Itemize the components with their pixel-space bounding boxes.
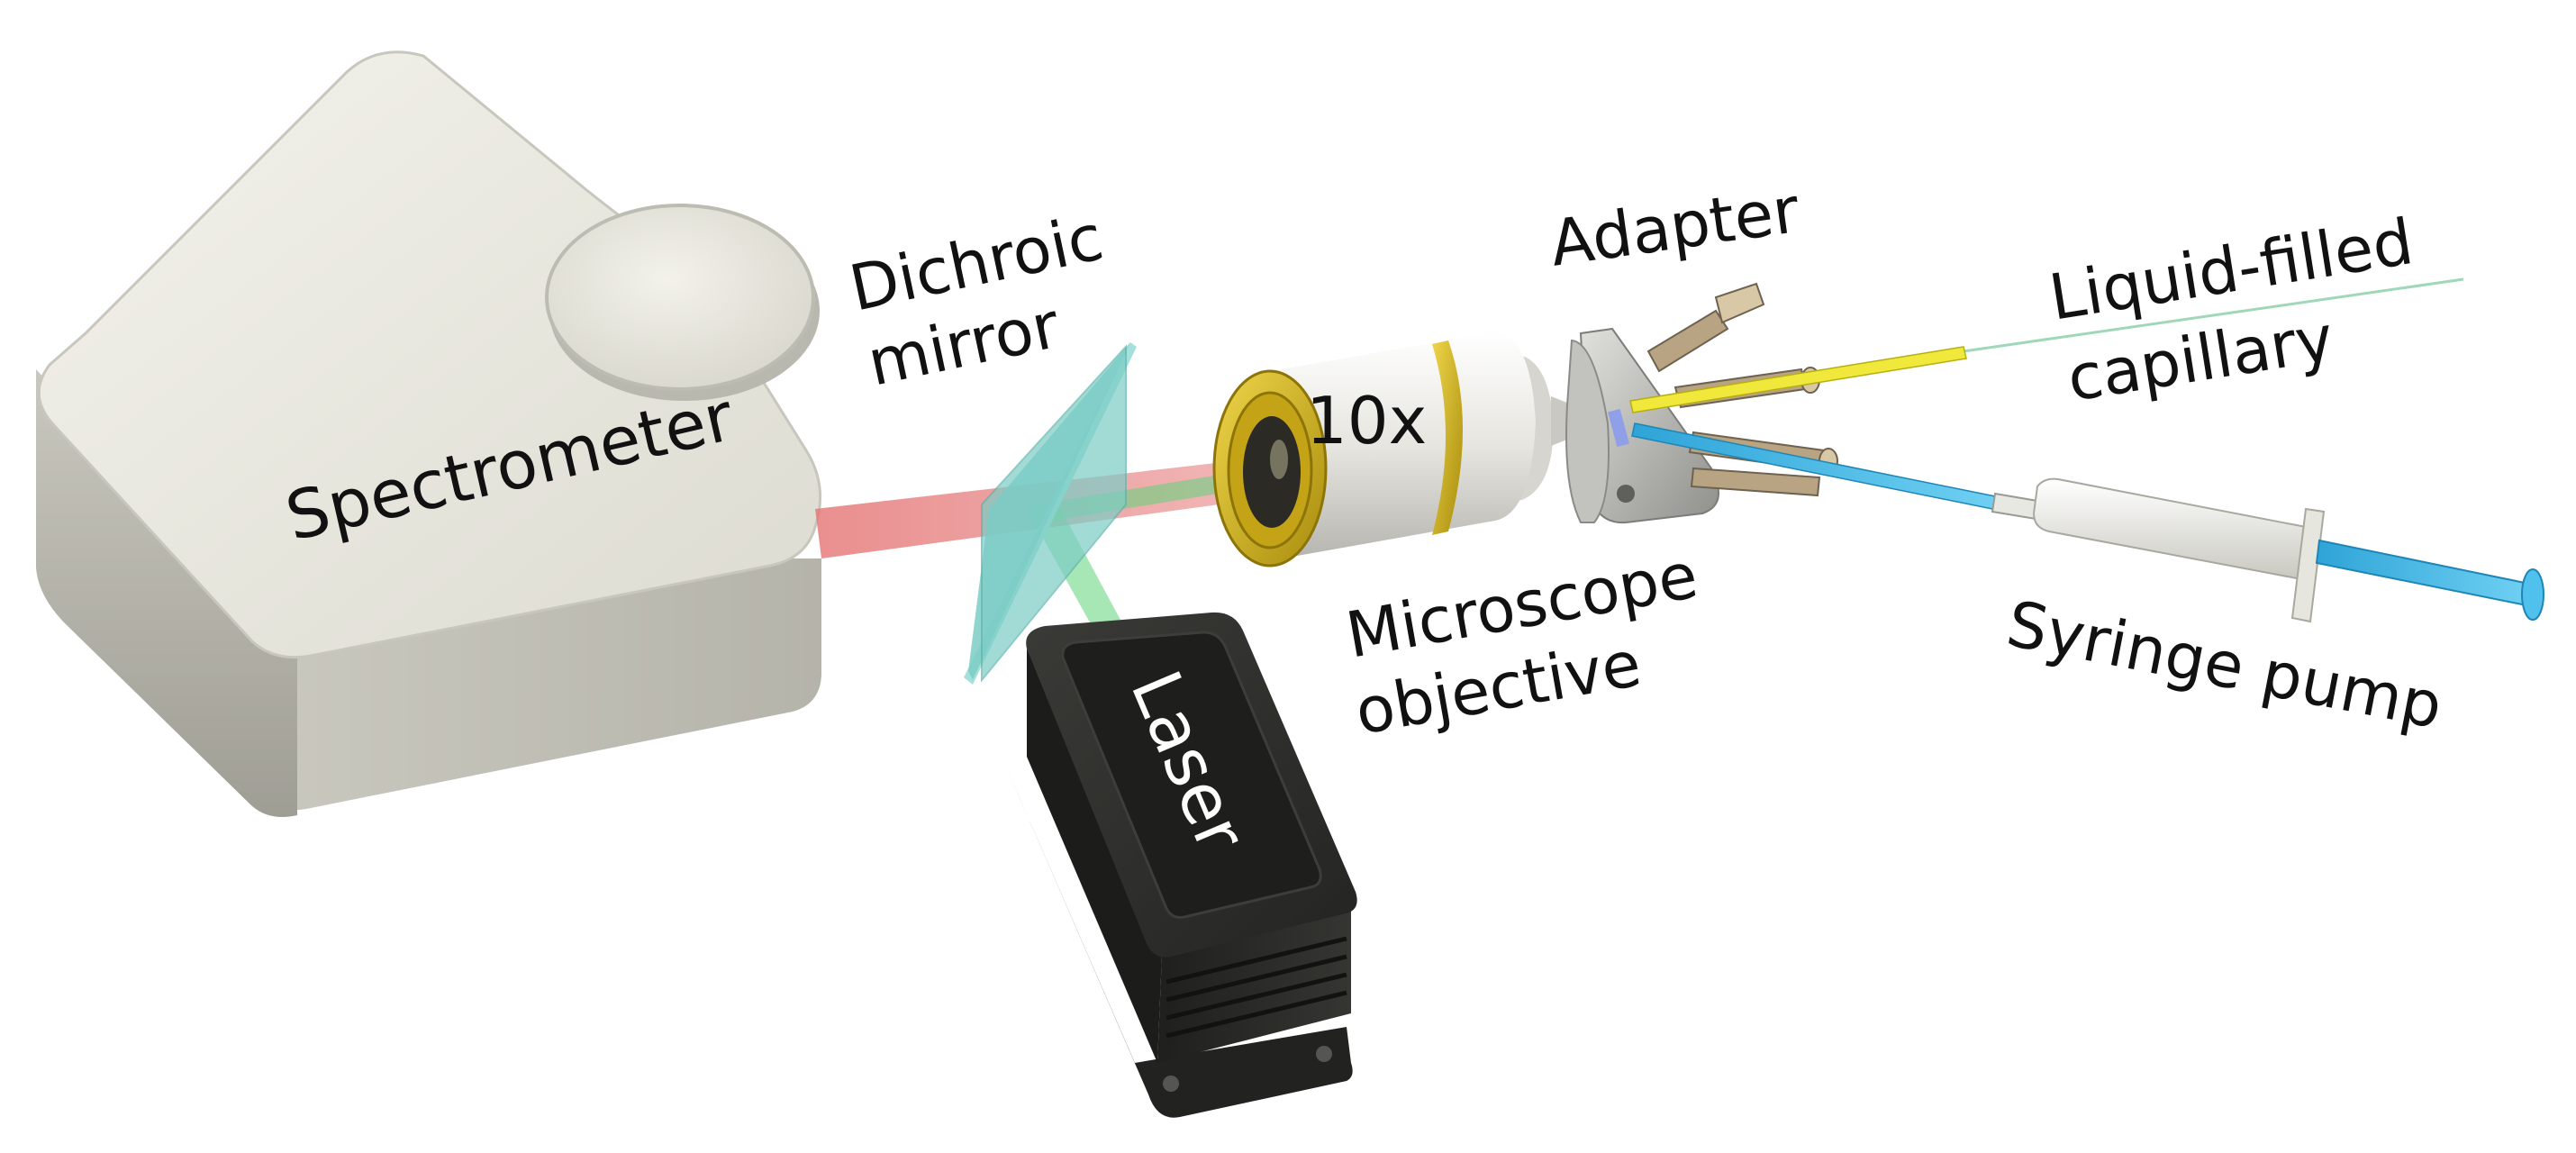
adapter-label: Adapter (1546, 173, 1804, 281)
laser-fins (1166, 936, 1347, 1039)
laser: Laser (1000, 612, 1357, 1118)
syringe-needle-hub (1991, 492, 2039, 521)
capillary-thin-line (1963, 277, 2464, 353)
adapter-sample-window (1608, 408, 1629, 448)
objective-magnification-label: 10x (1306, 383, 1427, 458)
objective-barrel (1256, 331, 1536, 563)
capillary-label-line1: Liquid-filled (2045, 204, 2418, 335)
laser-mount-hole (1163, 1076, 1179, 1092)
syringe-flange (2290, 507, 2326, 623)
objective-lens-glint (1270, 440, 1288, 479)
dichroic-mirror-body (981, 344, 1127, 683)
syringe-pump: Syringe pump (1631, 422, 2544, 743)
syringe-plunger (2315, 539, 2531, 607)
spectrometer: Spectrometer (36, 50, 822, 818)
adapter-fitting-top (1646, 282, 1765, 373)
laser-side-face (1027, 649, 1162, 1063)
adapter-face (1565, 339, 1610, 523)
laser-mount-hole (1316, 1046, 1332, 1062)
adapter-fitting-bottom (1690, 467, 1821, 497)
syringe-barrel (2032, 477, 2319, 580)
objective-lens (1243, 416, 1301, 528)
syringe-plunger-cap (2521, 568, 2544, 621)
syringe-label: Syringe pump (2001, 586, 2448, 743)
laser-top-panel (1061, 631, 1322, 919)
spectrometer-side-face (36, 369, 297, 818)
laser-base-plate (1000, 752, 1353, 1118)
adapter-screw-hole (1617, 485, 1635, 503)
adapter: Adapter (1546, 173, 1838, 524)
objective-gold-band (1432, 340, 1463, 535)
capillary-yellow-section (1629, 346, 1967, 413)
spectrometer-disk (545, 204, 815, 391)
